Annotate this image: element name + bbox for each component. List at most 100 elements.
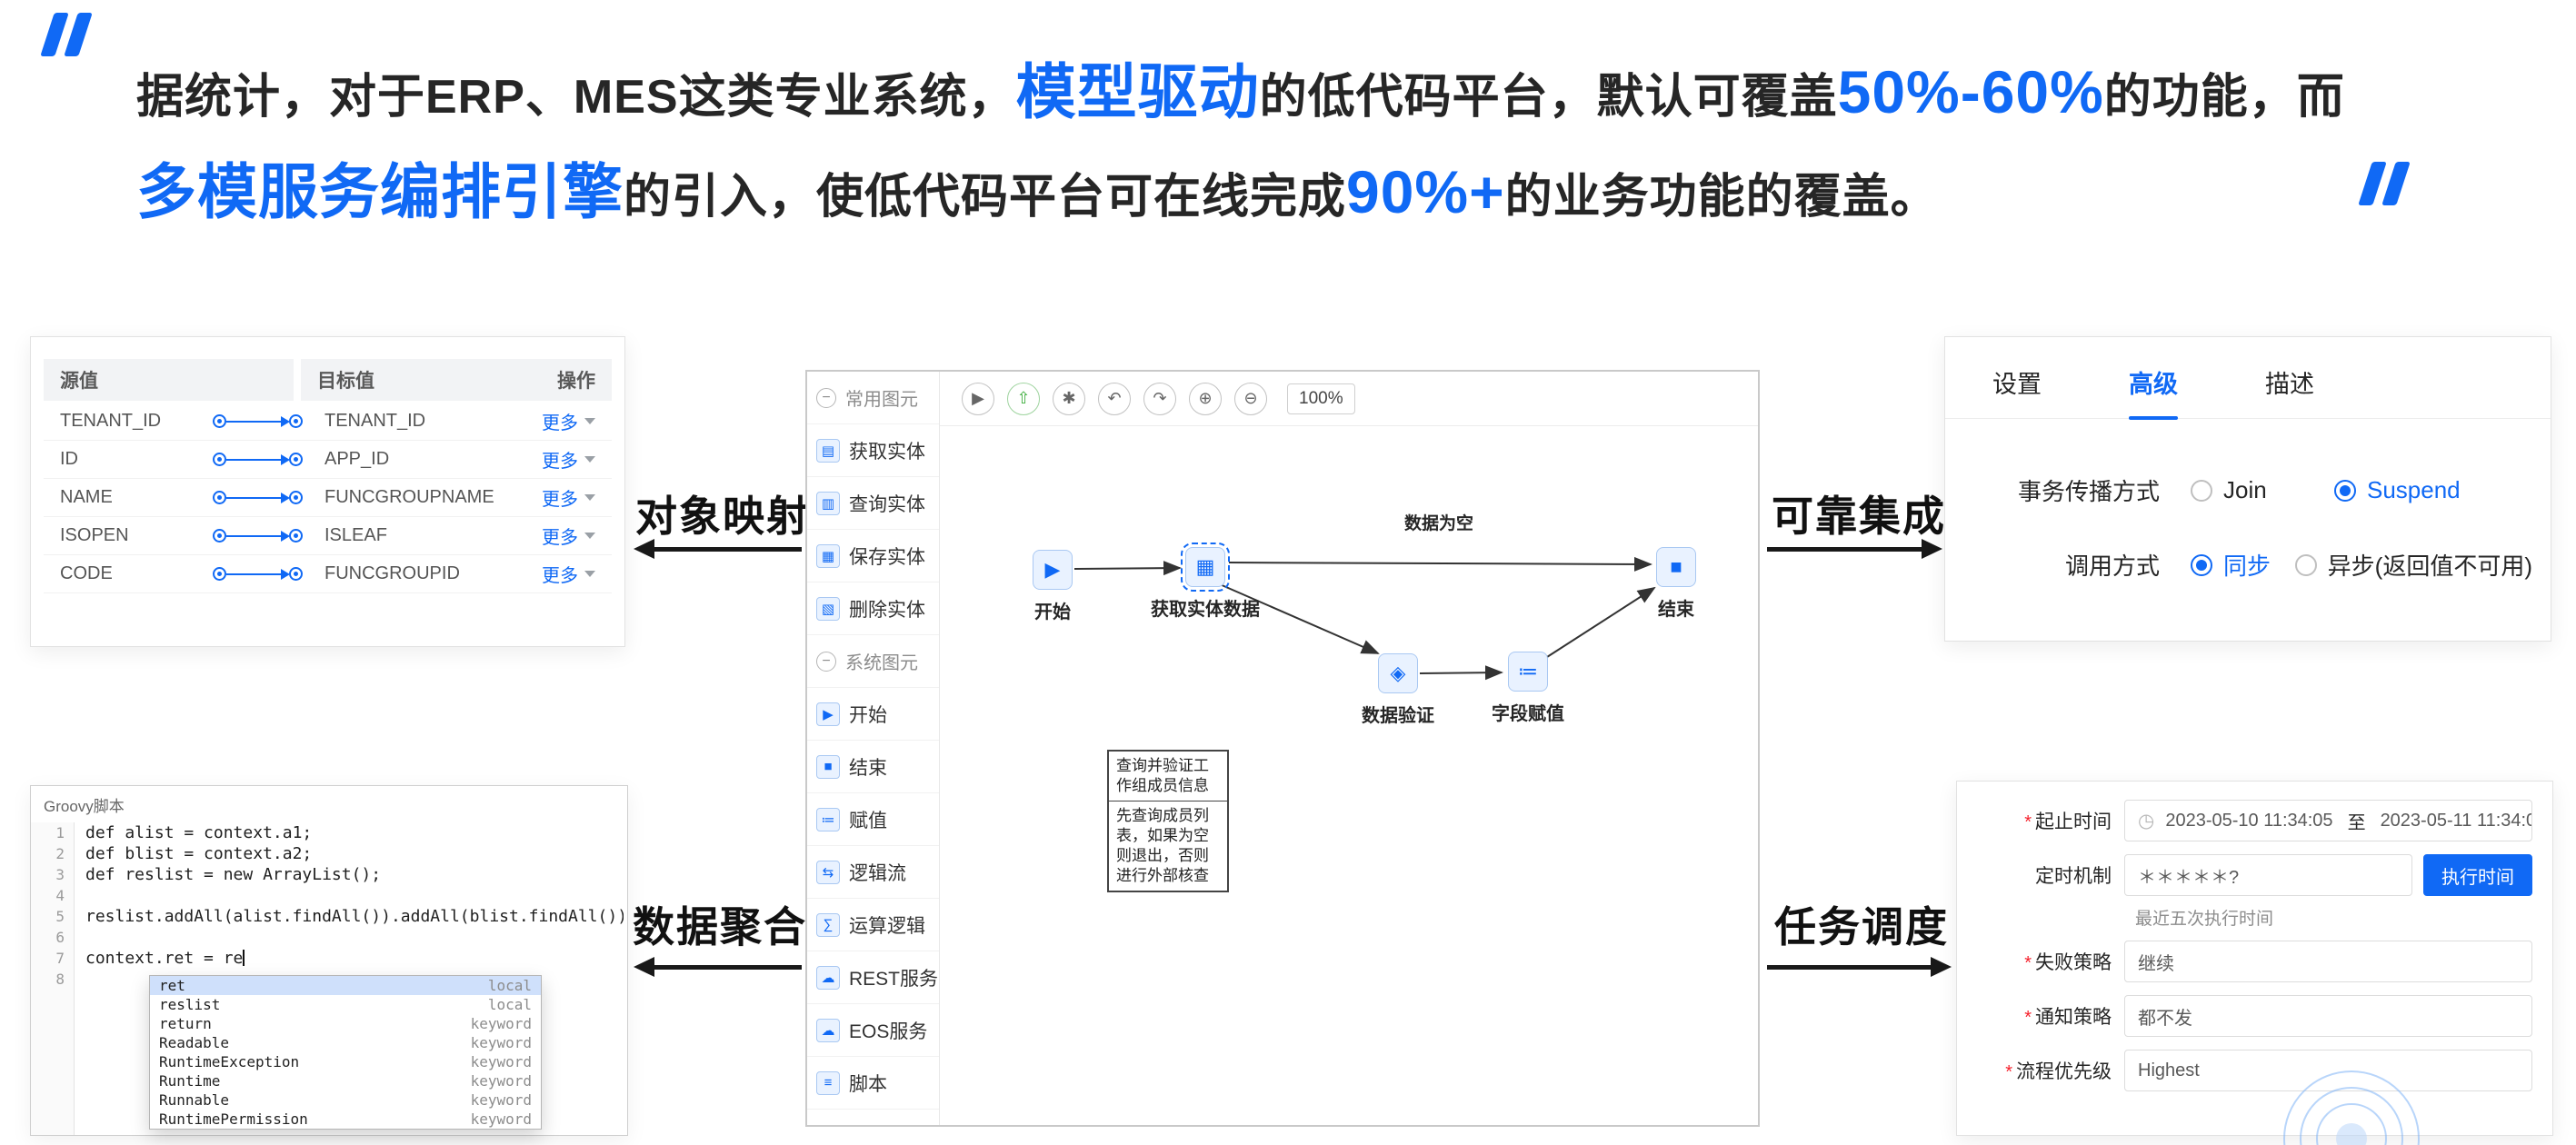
- range-separator: 至: [2347, 812, 2366, 833]
- arrow-to-settings-panel: [1767, 539, 1942, 559]
- port-icon: [289, 453, 303, 466]
- autocomplete-item[interactable]: reslist local: [150, 995, 541, 1014]
- node-fetch-entity-data[interactable]: ▦ 获取实体数据: [1142, 543, 1269, 621]
- field-label: *通知策略: [1968, 1002, 2112, 1030]
- palette-group-common[interactable]: − 常用图元: [807, 372, 939, 424]
- line-number: 2: [55, 845, 65, 862]
- run-button[interactable]: ▶: [962, 382, 994, 415]
- flow-edges: [1073, 556, 1656, 681]
- code-editor[interactable]: 1 2 3 4 5 6 7 8 def alist = context.a1; …: [31, 822, 627, 1135]
- autocomplete-item[interactable]: RuntimePermission keyword: [150, 1110, 541, 1129]
- palette-item-entity-fetch[interactable]: ▤ 获取实体: [807, 424, 939, 477]
- time-range-input[interactable]: ◷ 2023-05-10 11:34:05 至 2023-05-11 11:34…: [2124, 800, 2532, 841]
- clock-icon: ◷: [2138, 810, 2155, 831]
- deploy-button[interactable]: ⇧: [1007, 382, 1040, 415]
- more-link[interactable]: 更多: [524, 484, 595, 511]
- zoom-in-button[interactable]: ⊕: [1189, 382, 1222, 415]
- palette-item-end[interactable]: ■ 结束: [807, 741, 939, 793]
- notify-policy-input[interactable]: 都不发: [2124, 995, 2532, 1037]
- node-data-validation[interactable]: ◈ 数据验证: [1334, 653, 1462, 727]
- palette-item-rest-service[interactable]: ☁ REST服务: [807, 951, 939, 1004]
- zoom-out-button[interactable]: ⊖: [1234, 382, 1267, 415]
- radio-label: Suspend: [2367, 476, 2461, 503]
- palette-item-logic-flow[interactable]: ⇆ 逻辑流: [807, 846, 939, 899]
- code-text: context.ret = re: [85, 949, 244, 968]
- failure-policy-value: 继续: [2138, 953, 2174, 974]
- zoom-out-icon: ⊖: [1243, 389, 1258, 407]
- suggestion-type: keyword: [470, 1072, 532, 1090]
- palette-item-compute-logic[interactable]: ∑ 运算逻辑: [807, 899, 939, 951]
- target-value: FUNCGROUPID: [324, 563, 460, 583]
- flow-canvas[interactable]: ▶ 开始 ▦ 获取实体数据 ■ 结束 ◈ 数据验证 ≔ 字段赋值: [940, 426, 1758, 1125]
- autocomplete-item[interactable]: Runnable keyword: [150, 1090, 541, 1110]
- more-label: 更多: [542, 528, 578, 548]
- line-number: 1: [55, 824, 65, 841]
- headline-text: 的功能，而: [2103, 71, 2345, 124]
- connector-line: [226, 496, 281, 499]
- cron-input[interactable]: ＊＊＊＊＊?: [2124, 854, 2412, 896]
- target-value: APP_ID: [324, 449, 390, 469]
- priority-input[interactable]: Highest: [2124, 1050, 2532, 1091]
- more-link[interactable]: 更多: [524, 523, 595, 549]
- node-start[interactable]: ▶ 开始: [989, 550, 1116, 623]
- canvas-note[interactable]: 查询并验证工作组成员信息 先查询成员列表，如果为空则退出，否则进行外部核查: [1107, 750, 1229, 892]
- execute-time-button[interactable]: 执行时间: [2423, 854, 2532, 896]
- more-link[interactable]: 更多: [524, 561, 595, 587]
- recent-executions-hint: 最近五次执行时间: [2135, 910, 2274, 929]
- suggestion-name: ret: [159, 977, 185, 994]
- palette-group-system[interactable]: − 系统图元: [807, 635, 939, 688]
- autocomplete-popup: ret local reslist local return keyword R…: [149, 975, 542, 1130]
- palette-item-script[interactable]: ≡ 脚本: [807, 1057, 939, 1110]
- palette-item-entity-query[interactable]: ▥ 查询实体: [807, 477, 939, 530]
- autocomplete-item[interactable]: RuntimeException keyword: [150, 1052, 541, 1071]
- arrow-icon: [281, 568, 290, 580]
- column-header-source: 源值: [44, 359, 294, 401]
- column-label: 操作: [557, 371, 595, 392]
- radio-unchecked-icon: [2191, 479, 2212, 502]
- autocomplete-item[interactable]: Readable keyword: [150, 1033, 541, 1052]
- radio-sync[interactable]: 同步: [2191, 548, 2295, 582]
- palette-item-assign[interactable]: ≔ 赋值: [807, 793, 939, 846]
- radio-async[interactable]: 异步(返回值不可用): [2294, 548, 2532, 582]
- failure-policy-input[interactable]: 继续: [2124, 941, 2532, 982]
- autocomplete-item[interactable]: Runtime keyword: [150, 1071, 541, 1090]
- undo-button[interactable]: ↶: [1098, 382, 1131, 415]
- redo-button[interactable]: ↷: [1143, 382, 1176, 415]
- source-value: NAME: [60, 487, 113, 507]
- collapse-icon: −: [816, 651, 836, 672]
- tab-settings[interactable]: 设置: [1992, 371, 2042, 398]
- palette-item-start[interactable]: ▶ 开始: [807, 688, 939, 741]
- debug-button[interactable]: ✱: [1053, 382, 1085, 415]
- palette-item-entity-save[interactable]: ▦ 保存实体: [807, 530, 939, 582]
- time-range-row: *起止时间 ◷ 2023-05-10 11:34:05 至 2023-05-11…: [1968, 800, 2532, 841]
- suggestion-name: reslist: [159, 996, 221, 1013]
- mapping-connector: [213, 414, 303, 428]
- radio-checked-icon: [2191, 553, 2212, 576]
- autocomplete-item[interactable]: ret local: [150, 976, 541, 995]
- radio-join[interactable]: Join: [2191, 476, 2334, 504]
- more-link[interactable]: 更多: [524, 408, 595, 434]
- connector-line: [226, 458, 281, 461]
- code-line: [85, 927, 624, 948]
- autocomplete-item[interactable]: return keyword: [150, 1014, 541, 1033]
- entity-query-icon: ▥: [816, 491, 840, 515]
- radio-label: 异步(返回值不可用): [2327, 553, 2532, 580]
- headline-text: 的引入，使低代码平台可在线完成: [624, 171, 1347, 224]
- priority-row: *流程优先级 Highest: [1968, 1050, 2532, 1091]
- tab-description[interactable]: 描述: [2265, 371, 2314, 398]
- zoom-level[interactable]: 100%: [1287, 383, 1355, 414]
- node-field-assignment[interactable]: ≔ 字段赋值: [1464, 652, 1592, 725]
- source-value: CODE: [60, 563, 113, 583]
- logic-flow-icon: ⇆: [816, 860, 840, 884]
- mapping-table-header: 源值 目标值 操作: [44, 359, 612, 401]
- radio-suspend[interactable]: Suspend: [2334, 476, 2461, 504]
- palette-item-entity-delete[interactable]: ▧ 删除实体: [807, 582, 939, 635]
- data-validation-node-icon: ◈: [1378, 653, 1418, 693]
- more-link[interactable]: 更多: [524, 446, 595, 473]
- palette-item-eos-service[interactable]: ☁ EOS服务: [807, 1004, 939, 1057]
- text-cursor: [243, 950, 245, 966]
- end-node-icon: ■: [1656, 547, 1696, 587]
- node-end[interactable]: ■ 结束: [1612, 547, 1740, 621]
- code-line: reslist.addAll(alist.findAll()).addAll(b…: [85, 907, 624, 926]
- tab-advanced[interactable]: 高级: [2129, 364, 2178, 420]
